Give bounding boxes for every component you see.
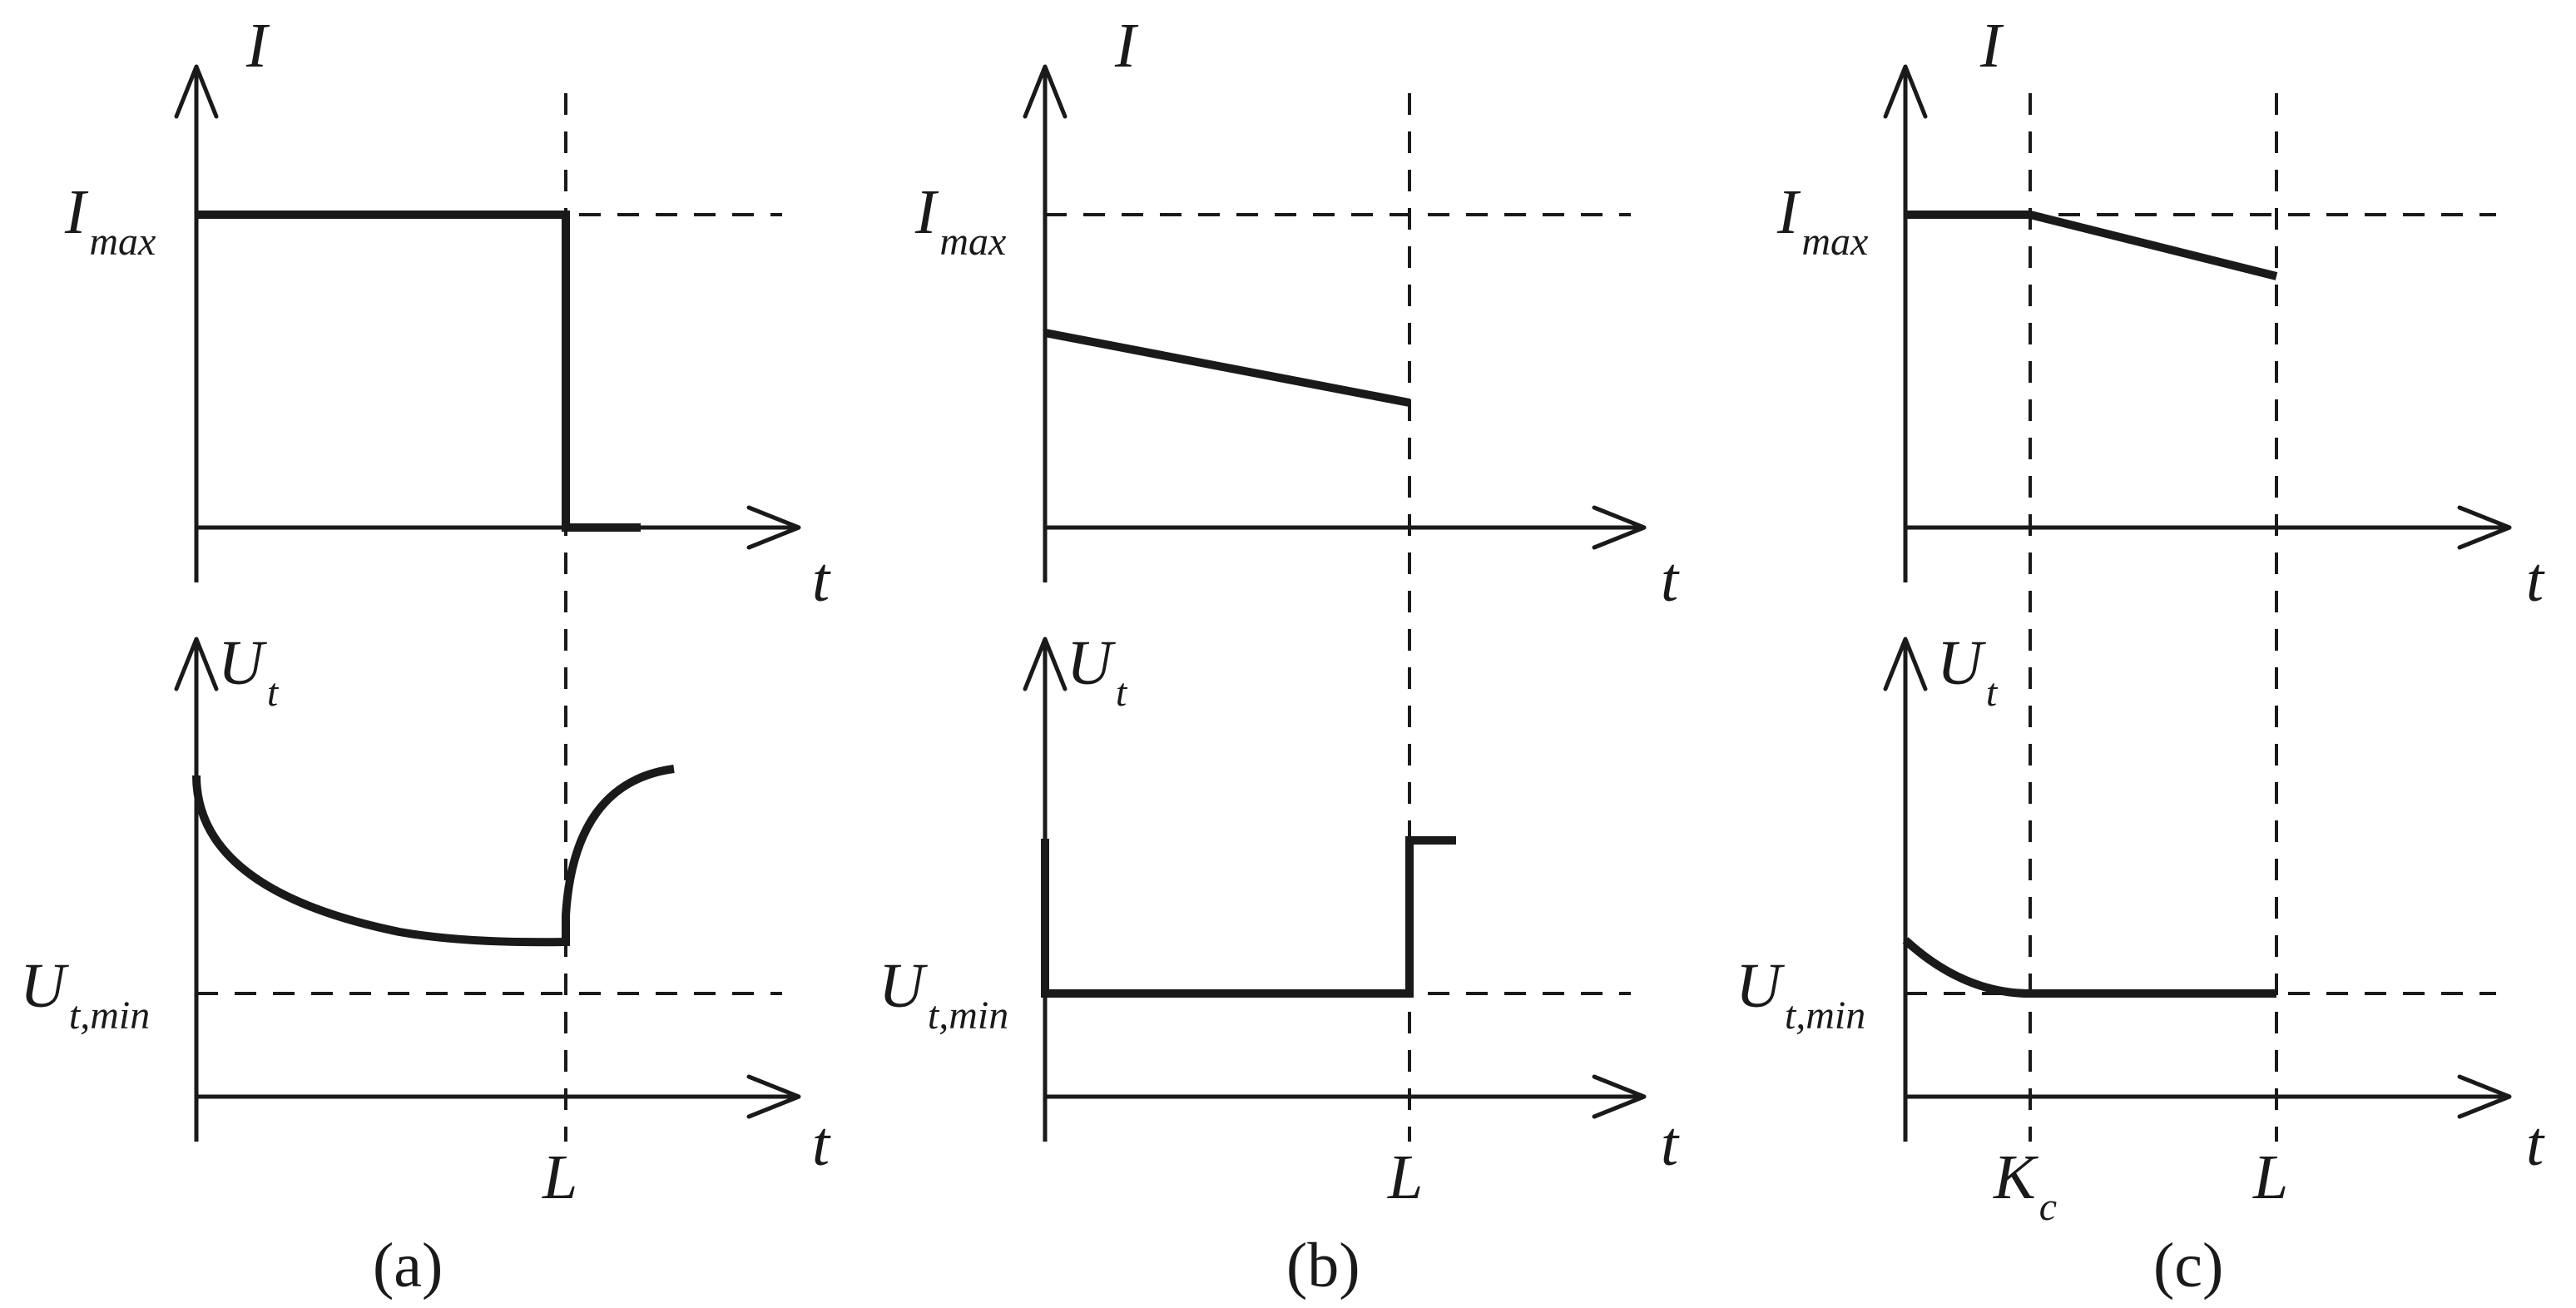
current-curve (1044, 329, 1410, 407)
y-axis-arrowhead (174, 64, 219, 119)
panel-a: I Imax t Ut Ut,min t L (a) (20, 11, 831, 1301)
utmin-label: Ut,min (879, 951, 1008, 1038)
panel-c-voltage-plot: Ut Ut,min t (1736, 628, 2545, 1179)
x-axis-arrowhead (1592, 505, 1647, 550)
y-axis-arrowhead (1023, 637, 1068, 691)
panel-b: I Imax t Ut Ut,min t L (b) (879, 11, 1680, 1301)
x-axis-label: t (2526, 545, 2545, 615)
y-axis-arrowhead (1883, 637, 1928, 691)
voltage-curve (1041, 836, 1456, 998)
y-axis-arrowhead (174, 637, 219, 691)
y-axis-label: I (245, 11, 270, 81)
l-marker-label: L (542, 1142, 577, 1212)
y-axis-arrowhead (1883, 64, 1928, 119)
panel-c: I Imax t Ut Ut,min t Kc L (c) (1736, 11, 2545, 1301)
x-axis-arrowhead (2457, 1074, 2512, 1119)
panel-a-caption: (a) (373, 1231, 443, 1301)
panel-b-voltage-plot: Ut Ut,min t (879, 628, 1680, 1179)
panel-a-current-plot: I Imax t (64, 11, 831, 615)
x-axis-arrowhead (2457, 505, 2512, 550)
imax-label: Imax (914, 177, 1006, 264)
l-marker-label: L (1387, 1142, 1423, 1212)
voltage-curve (192, 765, 675, 947)
x-axis-label: t (1661, 545, 1680, 615)
y-axis-arrowhead (1023, 64, 1068, 119)
panel-c-caption: (c) (2153, 1231, 2223, 1301)
panel-c-current-plot: I Imax t (1776, 11, 2545, 615)
panel-b-current-plot: I Imax t (914, 11, 1680, 615)
y-axis-label: Ut (1937, 628, 1999, 715)
y-axis-label: I (1114, 11, 1139, 81)
panel-a-voltage-plot: Ut Ut,min t (20, 628, 831, 1179)
x-axis-arrowhead (1592, 1074, 1647, 1119)
x-axis-label: t (812, 545, 831, 615)
x-axis-arrowhead (746, 505, 801, 550)
x-axis-label: t (1661, 1109, 1680, 1179)
l-marker-label: L (2252, 1142, 2288, 1212)
y-axis-label: Ut (218, 628, 280, 715)
current-curve (196, 211, 641, 532)
x-axis-label: t (812, 1109, 831, 1179)
panel-b-caption: (b) (1286, 1231, 1360, 1301)
x-axis-label: t (2526, 1109, 2545, 1179)
y-axis-label: I (1979, 11, 2004, 81)
kc-marker-label: Kc (1993, 1142, 2057, 1229)
current-curve (1905, 211, 2278, 280)
utmin-label: Ut,min (20, 951, 150, 1038)
voltage-curve (1902, 937, 2276, 998)
x-axis-arrowhead (746, 1074, 801, 1119)
imax-label: Imax (1776, 177, 1868, 264)
imax-label: Imax (64, 177, 156, 264)
utmin-label: Ut,min (1736, 951, 1865, 1038)
y-axis-label: Ut (1067, 628, 1128, 715)
